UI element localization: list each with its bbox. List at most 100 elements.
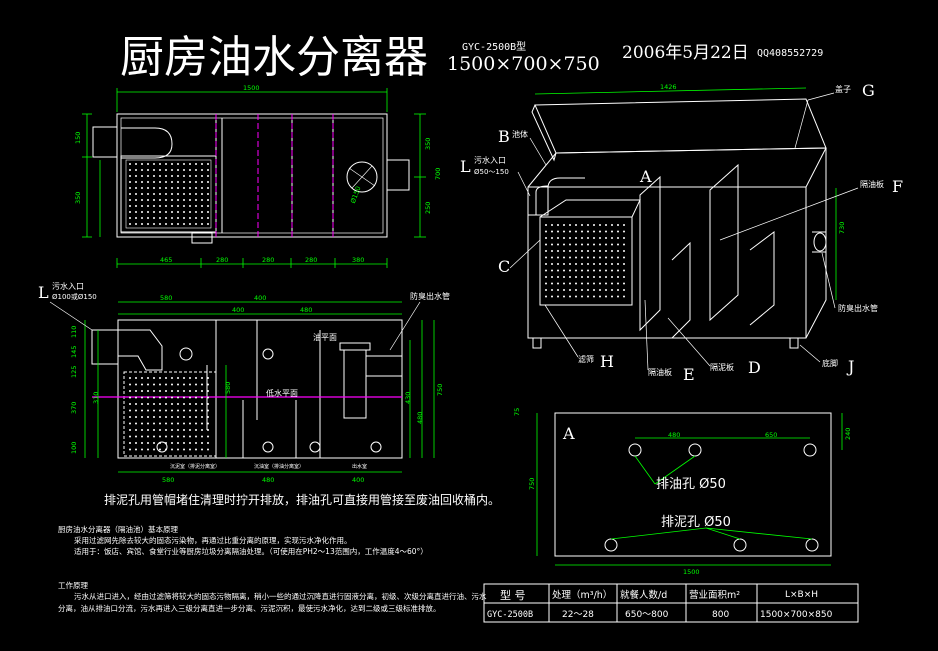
basket-hole [593, 282, 595, 285]
basket-hole [581, 269, 583, 272]
basket-hole [171, 205, 173, 207]
basket-hole [551, 263, 553, 265]
basket-hole [195, 211, 197, 213]
dim-front-580: 580 [160, 294, 172, 302]
dim-top-280b: 280 [262, 256, 274, 264]
basket-hole [207, 403, 209, 405]
basket-hole [135, 442, 137, 444]
qq-label: QQ408552729 [757, 48, 823, 59]
basket-hole [129, 383, 131, 386]
basket-hole [147, 211, 149, 213]
basket-hole [593, 269, 595, 272]
basket-hole [171, 211, 173, 213]
basket-hole [545, 276, 547, 278]
dim-front-400b: 400 [232, 306, 244, 314]
basket-hole [569, 295, 571, 298]
dim-front-bot400: 400 [352, 476, 364, 484]
basket-hole [171, 409, 173, 412]
basket-hole [141, 193, 143, 195]
basket-hole [141, 181, 143, 183]
basket-hole [135, 169, 137, 171]
basket-hole [201, 396, 203, 399]
dim-a-750: 750 [528, 478, 536, 490]
basket-hole [569, 243, 571, 246]
basket-hole [195, 175, 197, 177]
desc-p3: 污水从进口进入，经由过滤筛将较大的固态污物隔离，稍小一些的通过沉降直进行固液分离… [58, 592, 487, 613]
desc-title-2: 工作原理 [58, 580, 88, 590]
basket-hole [141, 390, 143, 392]
basket-hole [153, 175, 155, 177]
basket-hole [153, 442, 155, 444]
basket-hole [569, 230, 571, 233]
basket-hole [617, 250, 619, 252]
basket-hole [165, 422, 167, 425]
basket-hole [153, 187, 155, 189]
dim-a-240: 240 [844, 428, 852, 440]
basket-hole [183, 390, 185, 392]
basket-hole [135, 199, 137, 201]
basket-hole [551, 269, 553, 272]
dim-front-100: 100 [70, 442, 78, 454]
basket-hole [165, 169, 167, 171]
dim-top-250: 250 [424, 202, 432, 214]
dim-iso-730: 730 [838, 222, 846, 234]
basket-hole [177, 448, 179, 451]
basket-hole [207, 377, 209, 379]
basket-hole [201, 390, 203, 392]
iso-letter-J: J [846, 357, 854, 376]
basket-hole [171, 416, 173, 418]
basket-hole [129, 435, 131, 438]
basket-hole [563, 263, 565, 265]
basket-hole [159, 181, 161, 183]
section-a-letter: A [562, 424, 575, 443]
basket-hole [587, 243, 589, 246]
basket-hole [557, 256, 559, 259]
basket-hole [153, 181, 155, 183]
dim-top-280a: 280 [216, 256, 228, 264]
basket-hole [545, 263, 547, 265]
basket-hole [563, 289, 565, 291]
basket-hole [617, 282, 619, 285]
basket-hole [581, 295, 583, 298]
basket-hole [551, 230, 553, 233]
basket-hole [551, 224, 553, 226]
basket-hole [135, 403, 137, 405]
basket-hole [147, 435, 149, 438]
basket-hole [569, 289, 571, 291]
basket-hole [189, 429, 191, 431]
basket-hole [165, 199, 167, 201]
table-cell-people: 650～800 [625, 610, 669, 620]
iso-view [527, 98, 827, 349]
basket-hole [183, 409, 185, 412]
basket-hole [593, 243, 595, 246]
basket-hole [165, 211, 167, 213]
basket-hole [189, 211, 191, 213]
front-low-water: 低水平面 [266, 388, 298, 398]
basket-hole [623, 224, 625, 226]
dim-top-350a: 350 [74, 192, 82, 204]
basket-hole [557, 230, 559, 233]
front-inlet-letter: L [38, 283, 49, 302]
basket-hole [135, 217, 137, 219]
basket-hole [135, 390, 137, 392]
top-view [92, 113, 410, 244]
basket-hole [141, 223, 143, 225]
front-inlet-size: Ø100或Ø150 [52, 292, 97, 301]
basket-hole [201, 383, 203, 386]
basket-hole [159, 163, 161, 165]
basket-hole [623, 256, 625, 259]
basket-hole [587, 224, 589, 226]
basket-hole [183, 403, 185, 405]
basket-hole [141, 383, 143, 386]
basket-hole [563, 269, 565, 272]
basket-hole [153, 383, 155, 386]
basket-hole [141, 175, 143, 177]
basket-hole [141, 409, 143, 412]
basket-hole [177, 187, 179, 189]
basket-hole [623, 243, 625, 246]
basket-hole [599, 282, 601, 285]
basket-hole [147, 175, 149, 177]
basket-hole [587, 295, 589, 298]
basket-hole [563, 295, 565, 298]
